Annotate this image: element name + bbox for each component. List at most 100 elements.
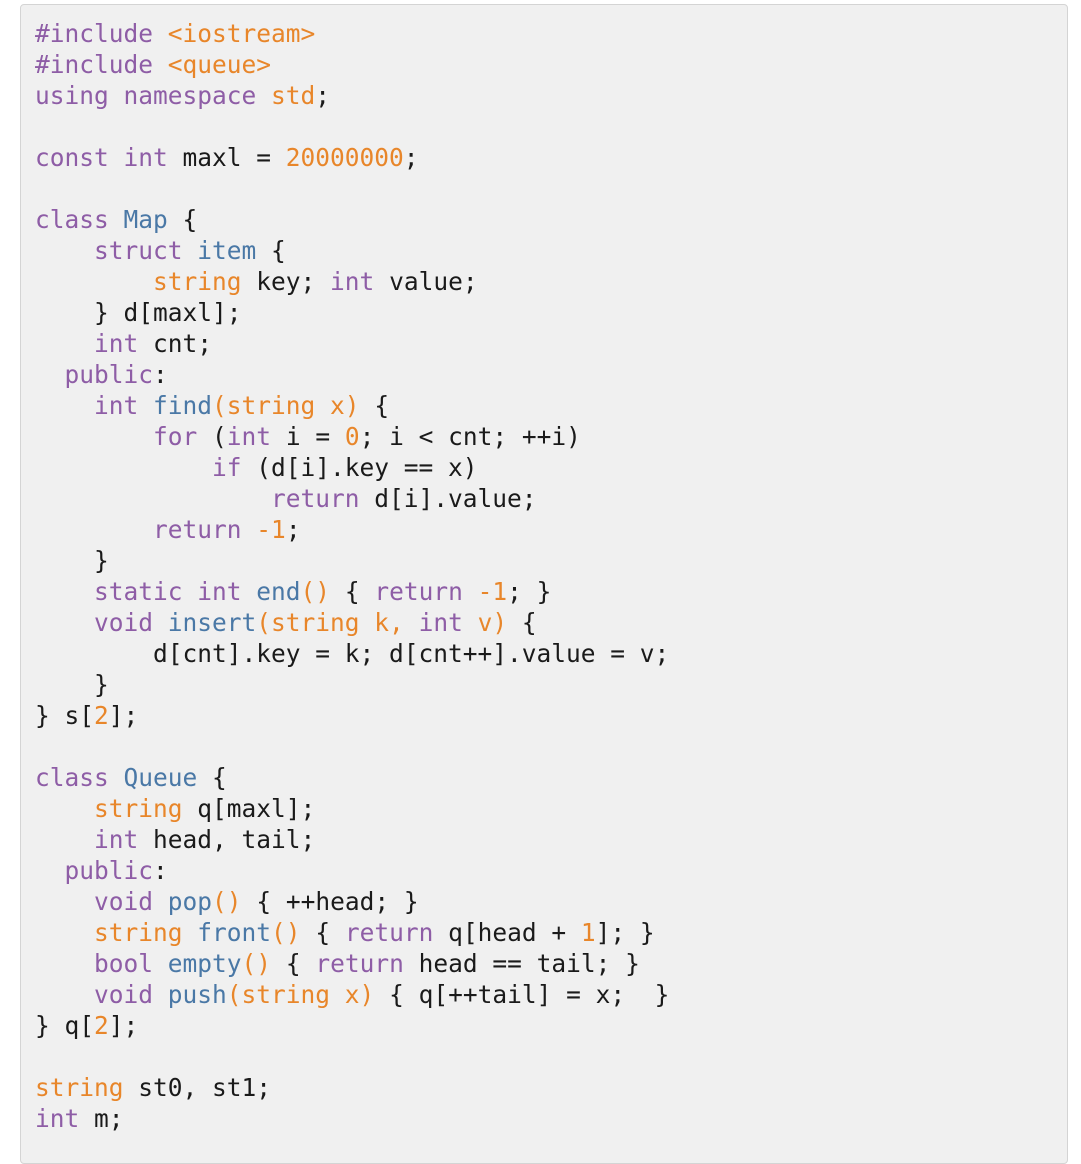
code-line: using namespace std;: [35, 80, 669, 111]
code-token: (string x): [212, 391, 360, 420]
code-token: if: [212, 453, 242, 482]
code-token: struct: [35, 236, 198, 265]
code-token: head == tail; }: [403, 949, 640, 978]
code-token: class: [35, 763, 124, 792]
code-token: const int: [35, 143, 183, 172]
code-token: {: [507, 608, 537, 637]
code-token: {: [330, 577, 375, 606]
code-line: #include <queue>: [35, 49, 669, 80]
code-token: int: [418, 608, 463, 637]
code-token: }: [35, 670, 109, 699]
code-token: return: [271, 484, 360, 513]
code-token: Queue: [123, 763, 198, 792]
code-token: maxl =: [182, 143, 286, 172]
code-token: (): [271, 918, 301, 947]
code-token: pop: [167, 887, 213, 916]
code-token: for: [153, 422, 198, 451]
code-token: d[i].value;: [359, 484, 537, 513]
code-token: (): [300, 577, 331, 606]
code-token: [35, 918, 94, 947]
code-line: class Queue {: [35, 762, 669, 793]
code-token: ; i < cnt; ++i): [359, 422, 581, 451]
code-token: [35, 577, 94, 606]
code-line: return -1;: [35, 514, 669, 545]
code-token: [35, 887, 94, 916]
code-token: int: [94, 825, 139, 854]
code-line: }: [35, 545, 669, 576]
code-token: :: [153, 360, 168, 389]
code-token: string: [35, 1073, 124, 1102]
code-token: return: [374, 577, 463, 606]
code-token: [35, 422, 153, 451]
code-line: [35, 173, 669, 204]
code-token: key;: [241, 267, 331, 296]
code-token: {: [167, 205, 198, 234]
code-token: using namespace: [35, 81, 272, 110]
code-token: (): [212, 887, 242, 916]
code-line: string key; int value;: [35, 266, 669, 297]
code-token: ;: [403, 143, 419, 172]
code-token: } s[: [35, 701, 95, 730]
code-line: string q[maxl];: [35, 793, 669, 824]
code-token: (d[i].key == x): [241, 453, 478, 482]
code-token: cnt;: [138, 329, 213, 358]
code-token: return: [344, 918, 434, 947]
code-line: [35, 111, 669, 142]
code-token: 1: [580, 918, 596, 947]
code-token: (string x): [226, 980, 375, 1009]
code-token: [35, 484, 271, 513]
code-line: int m;: [35, 1103, 669, 1134]
code-token: insert: [167, 608, 257, 637]
code-token: ;: [315, 81, 331, 110]
code-token: [35, 391, 94, 420]
code-token: } q[: [35, 1011, 95, 1040]
code-token: int: [35, 1104, 80, 1133]
code-token: ;: [285, 515, 301, 544]
code-token: }: [35, 546, 109, 575]
code-token: public: [64, 360, 154, 389]
code-token: {: [359, 391, 390, 420]
code-token: (): [241, 949, 272, 978]
code-line: } q[2];: [35, 1010, 669, 1041]
code-token: 20000000: [285, 143, 404, 172]
code-token: return: [315, 949, 404, 978]
code-token: static int: [94, 577, 257, 606]
code-token: push: [167, 980, 227, 1009]
code-token: [242, 515, 257, 544]
code-token: {: [300, 918, 345, 947]
code-line: bool empty() { return head == tail; }: [35, 948, 669, 979]
code-token: public: [64, 856, 154, 885]
code-token: <queue>: [167, 50, 272, 79]
code-line: for (int i = 0; i < cnt; ++i): [35, 421, 669, 452]
code-line: } d[maxl];: [35, 297, 669, 328]
code-token: { q[++tail] = x; }: [374, 980, 670, 1009]
code-token: [35, 515, 153, 544]
code-token: [35, 267, 153, 296]
code-token: [463, 577, 478, 606]
code-line: int find(string x) {: [35, 390, 669, 421]
code-token: value;: [374, 267, 478, 296]
code-token: ];: [108, 1011, 139, 1040]
code-line: const int maxl = 20000000;: [35, 142, 669, 173]
code-token: void: [94, 980, 168, 1009]
code-token: <iostream>: [167, 19, 316, 48]
code-token: } d[maxl];: [35, 298, 242, 327]
code-token: int: [94, 391, 154, 420]
code-token: front: [197, 918, 272, 947]
code-token: [35, 856, 65, 885]
code-token: [35, 825, 94, 854]
code-line: string st0, st1;: [35, 1072, 669, 1103]
code-token: 2: [94, 701, 109, 730]
code-token: 2: [94, 1011, 109, 1040]
code-token: {: [197, 763, 227, 792]
code-line: return d[i].value;: [35, 483, 669, 514]
code-token: ; }: [507, 577, 552, 606]
code-token: {: [256, 236, 286, 265]
code-line: void insert(string k, int v) {: [35, 607, 669, 638]
code-token: m;: [79, 1104, 124, 1133]
code-line: public:: [35, 855, 669, 886]
code-token: d[cnt].key = k; d[cnt++].value = v;: [35, 639, 670, 668]
code-token: int: [94, 329, 139, 358]
code-token: q[maxl];: [182, 794, 316, 823]
code-token: #include: [35, 50, 168, 79]
